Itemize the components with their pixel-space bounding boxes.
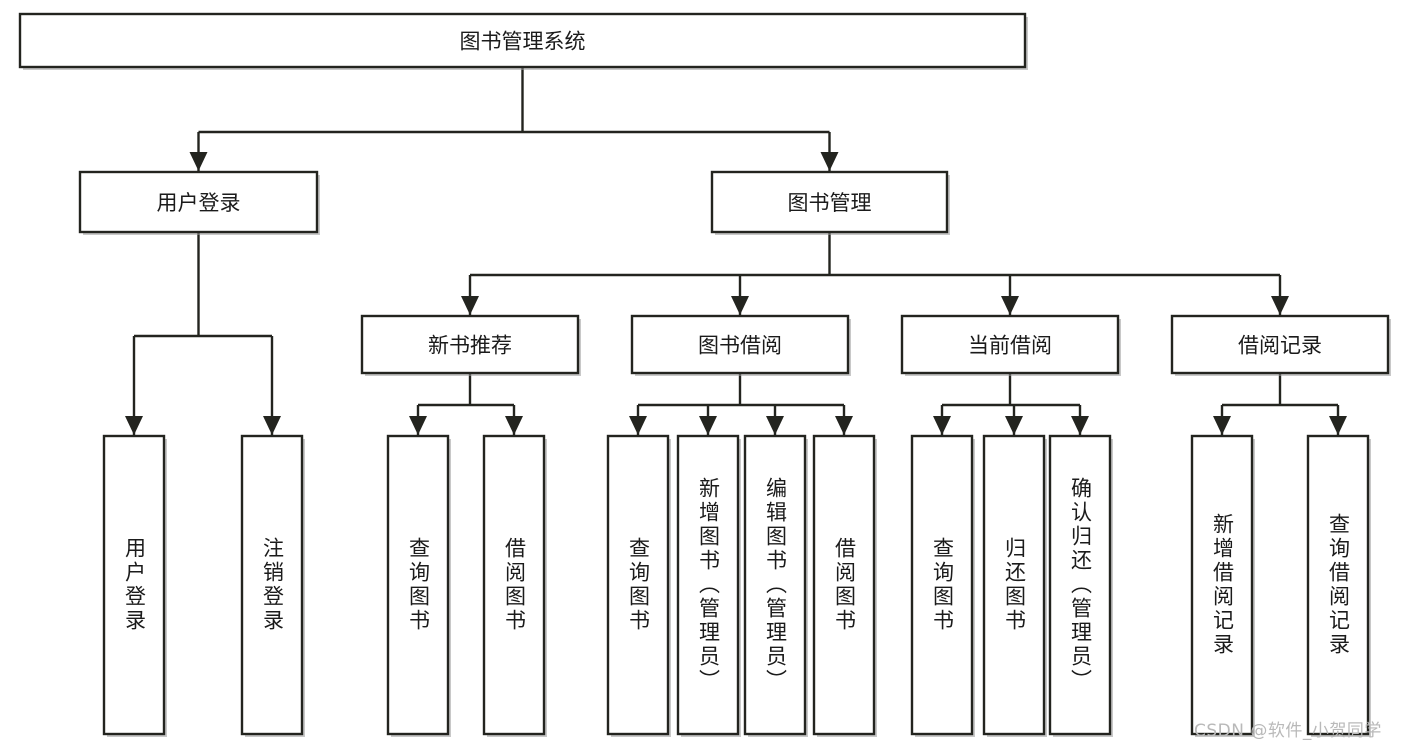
level2-box-node-0-用户登录[interactable]: [78, 170, 319, 234]
bookmgmt-to-level3-arrow-1: [731, 296, 749, 315]
leaf-box-node-5-新增图书管理[interactable]: [676, 434, 740, 736]
root-box-node-0-图书管理系统[interactable]: [18, 12, 1027, 69]
level3-box-node-2-当前借阅[interactable]: [900, 314, 1120, 375]
bookmgmt-to-level3-arrow-2: [1001, 296, 1019, 315]
leaf-box-node-2-查询图书[interactable]: [386, 434, 450, 736]
newbook-to-leaves-arrow-1: [505, 416, 523, 435]
leaf-box-node-9-归还图书[interactable]: [982, 434, 1046, 736]
leaf-box-node-1-注销登录[interactable]: [240, 434, 304, 736]
level3-box-node-1-图书借阅[interactable]: [630, 314, 850, 375]
root-to-level2-arrow-1: [820, 152, 839, 171]
level3-label-node-0-新书推荐: 新书推荐: [428, 334, 512, 358]
leaf-box-node-7-借阅图书[interactable]: [812, 434, 876, 736]
records-to-leaves-arrow-0: [1213, 416, 1231, 435]
borrow-to-leaves-arrow-1: [699, 416, 717, 435]
level3-label-node-1-图书借阅: 图书借阅: [698, 334, 782, 358]
borrow-to-leaves-arrow-2: [766, 416, 784, 435]
root-to-level2-arrow-0: [189, 152, 208, 171]
level3-box-node-3-借阅记录[interactable]: [1170, 314, 1390, 375]
boxes-layer: [18, 12, 1391, 737]
bookmgmt-to-level3-arrow-3: [1271, 296, 1289, 315]
level2-label-node-1-图书管理: 图书管理: [788, 191, 872, 215]
root-label-node-0-图书管理系统: 图书管理系统: [460, 30, 586, 54]
borrow-to-leaves-arrow-0: [629, 416, 647, 435]
leaf-box-node-12-查询借阅记录[interactable]: [1306, 434, 1370, 736]
level2-box-node-1-图书管理[interactable]: [710, 170, 949, 234]
leaf-box-node-8-查询图书[interactable]: [910, 434, 974, 736]
userlogin-to-leaves-arrow-0: [125, 416, 143, 435]
userlogin-to-leaves-arrow-1: [263, 416, 281, 435]
leaf-box-node-10-确认归还管理[interactable]: [1048, 434, 1112, 736]
leaf-box-node-0-用户登录[interactable]: [102, 434, 166, 736]
level3-label-node-3-借阅记录: 借阅记录: [1238, 334, 1322, 358]
current-to-leaves-arrow-2: [1071, 416, 1089, 435]
bookmgmt-to-level3-arrow-0: [461, 296, 479, 315]
leaf-box-node-4-查询图书[interactable]: [606, 434, 670, 736]
records-to-leaves-arrow-1: [1329, 416, 1347, 435]
borrow-to-leaves-arrow-3: [835, 416, 853, 435]
level2-label-node-0-用户登录: 用户登录: [157, 191, 241, 215]
leaf-box-node-3-借阅图书[interactable]: [482, 434, 546, 736]
current-to-leaves-arrow-0: [933, 416, 951, 435]
newbook-to-leaves-arrow-0: [409, 416, 427, 435]
level3-label-node-2-当前借阅: 当前借阅: [968, 334, 1052, 358]
current-to-leaves-arrow-1: [1005, 416, 1023, 435]
leaf-box-node-6-编辑图书管理[interactable]: [743, 434, 807, 736]
connectors-layer: [125, 67, 1347, 435]
leaf-box-node-11-新增借阅记录[interactable]: [1190, 434, 1254, 736]
csdn-watermark: CSDN @软件_小贺同学: [1194, 721, 1382, 741]
level3-box-node-0-新书推荐[interactable]: [360, 314, 580, 375]
